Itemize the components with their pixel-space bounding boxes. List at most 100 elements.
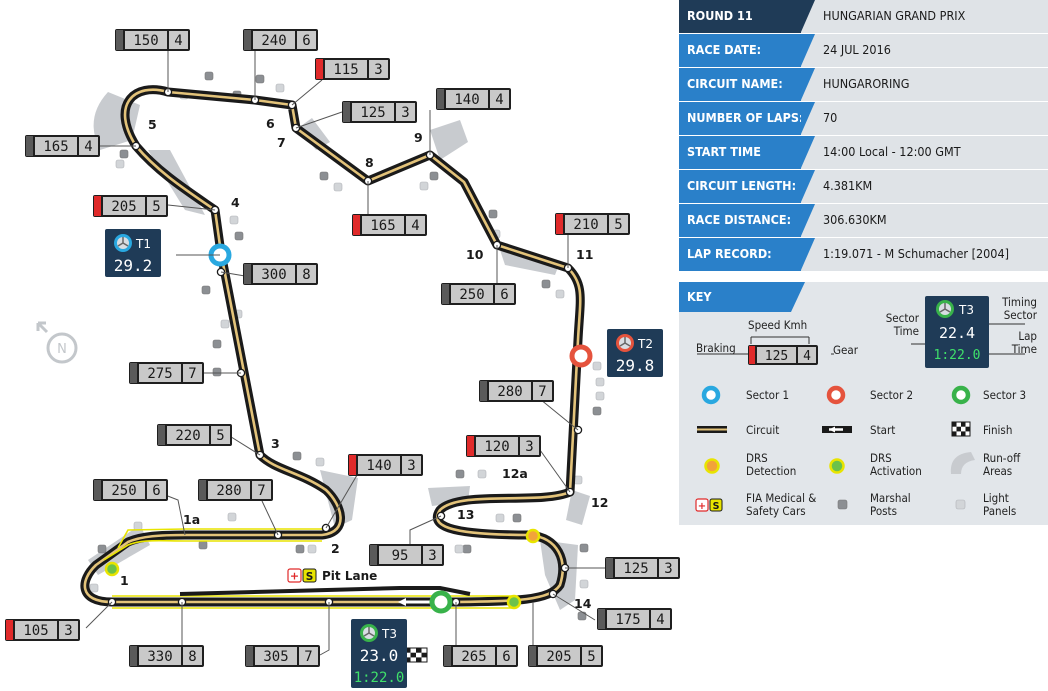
gear-value: 4 <box>174 33 182 49</box>
svg-text:Pit Lane: Pit Lane <box>322 569 377 583</box>
gear-value: 7 <box>304 649 312 665</box>
turn-label: 3 <box>271 436 280 451</box>
key-sector3: Sector 3 <box>983 388 1027 402</box>
key-drs-detection: DRS Detection <box>746 451 797 478</box>
gear-value: 5 <box>152 199 160 215</box>
speed-value: 205 <box>546 649 571 665</box>
key-lap-time: Lap Time <box>1011 329 1037 356</box>
turn-label: 9 <box>414 130 423 145</box>
info-row: RACE DISTANCE:306.630KM <box>679 204 1048 237</box>
sector3-marker <box>429 590 453 614</box>
info-row: LAP RECORD:1:19.071 - M Schumacher [2004… <box>679 238 1048 271</box>
info-value: 4.381KM <box>823 178 873 193</box>
turn-label: 8 <box>365 155 374 170</box>
turn-label: 11 <box>576 247 593 262</box>
key-drs-activation: DRS Activation <box>870 451 922 478</box>
gear-value: 5 <box>587 649 595 665</box>
key-sector2: Sector 2 <box>870 388 914 402</box>
pit-lane-label: + S Pit Lane <box>287 568 377 583</box>
turn-label: 10 <box>466 247 484 262</box>
info-value: HUNGARORING <box>823 76 910 91</box>
info-value: 1:19.071 - M Schumacher [2004] <box>823 246 1009 261</box>
speed-value: 280 <box>216 483 241 499</box>
turn-label: 12 <box>591 495 608 510</box>
turn-label: 7 <box>277 135 286 150</box>
speed-gear-box: 330 8 <box>129 645 204 667</box>
info-value: 70 <box>823 110 838 125</box>
drs-activation-marker <box>506 594 522 610</box>
gear-value: 8 <box>188 649 196 665</box>
speed-value: 220 <box>175 428 200 444</box>
gear-value: 6 <box>152 483 160 499</box>
speed-value: 240 <box>261 33 286 49</box>
key-finish: Finish <box>983 423 1013 437</box>
svg-text:S: S <box>306 571 314 583</box>
turn-label: 5 <box>148 117 157 132</box>
gear-value: 4 <box>411 218 419 234</box>
turn-label: 1a <box>183 512 200 527</box>
sector-label: T2 <box>637 337 653 351</box>
gear-value: 3 <box>374 62 382 78</box>
gear-value: 4 <box>495 92 503 108</box>
speed-value: 165 <box>370 218 395 234</box>
info-value: 24 JUL 2016 <box>823 42 891 57</box>
svg-text:4: 4 <box>803 349 811 364</box>
speed-value: 330 <box>147 649 172 665</box>
sector-time: 23.0 <box>360 646 399 665</box>
speed-value: 210 <box>573 217 598 233</box>
sector-label: T3 <box>381 627 397 641</box>
info-row: CIRCUIT NAME: HUNGARORING <box>679 68 1048 101</box>
key-braking: Braking <box>696 341 736 355</box>
speed-value: 165 <box>43 139 68 155</box>
turn-label: 6 <box>266 116 275 131</box>
svg-text:S: S <box>713 501 720 512</box>
key-panel: KEY 125 4 T3 22.4 1:22.0 <box>679 282 1048 525</box>
key-fia-medical: FIA Medical & Safety Cars <box>746 491 817 518</box>
key-timing-sector: Timing Sector <box>1002 295 1037 322</box>
speed-value: 275 <box>147 366 172 382</box>
gear-value: 7 <box>188 366 196 382</box>
speed-value: 95 <box>392 548 409 564</box>
speed-value: 250 <box>459 287 484 303</box>
speed-value: 120 <box>484 439 509 455</box>
turn-label: 2 <box>331 541 340 556</box>
speed-value: 305 <box>263 649 288 665</box>
turn-label: 1 <box>120 573 129 588</box>
key-title: KEY <box>679 282 805 312</box>
key-runoff: Run-off Areas <box>983 451 1021 478</box>
gear-value: 4 <box>84 139 92 155</box>
info-label: CIRCUIT LENGTH: <box>679 170 815 203</box>
turn-label: 13 <box>457 507 474 522</box>
svg-text:T3: T3 <box>958 303 974 317</box>
info-label: CIRCUIT NAME: <box>679 68 815 101</box>
info-label: NUMBER OF LAPS: <box>679 102 815 135</box>
key-marshal: Marshal Posts <box>870 491 911 518</box>
gear-value: 7 <box>538 384 546 400</box>
info-row: NUMBER OF LAPS: 70 <box>679 102 1048 135</box>
speed-value: 125 <box>623 561 648 577</box>
info-value: 14:00 Local - 12:00 GMT <box>823 144 961 159</box>
turn-label: 14 <box>574 596 592 611</box>
sector-time: 29.2 <box>114 256 153 275</box>
key-circuit: Circuit <box>746 423 780 437</box>
key-speed-kmh: Speed Kmh <box>748 318 808 332</box>
